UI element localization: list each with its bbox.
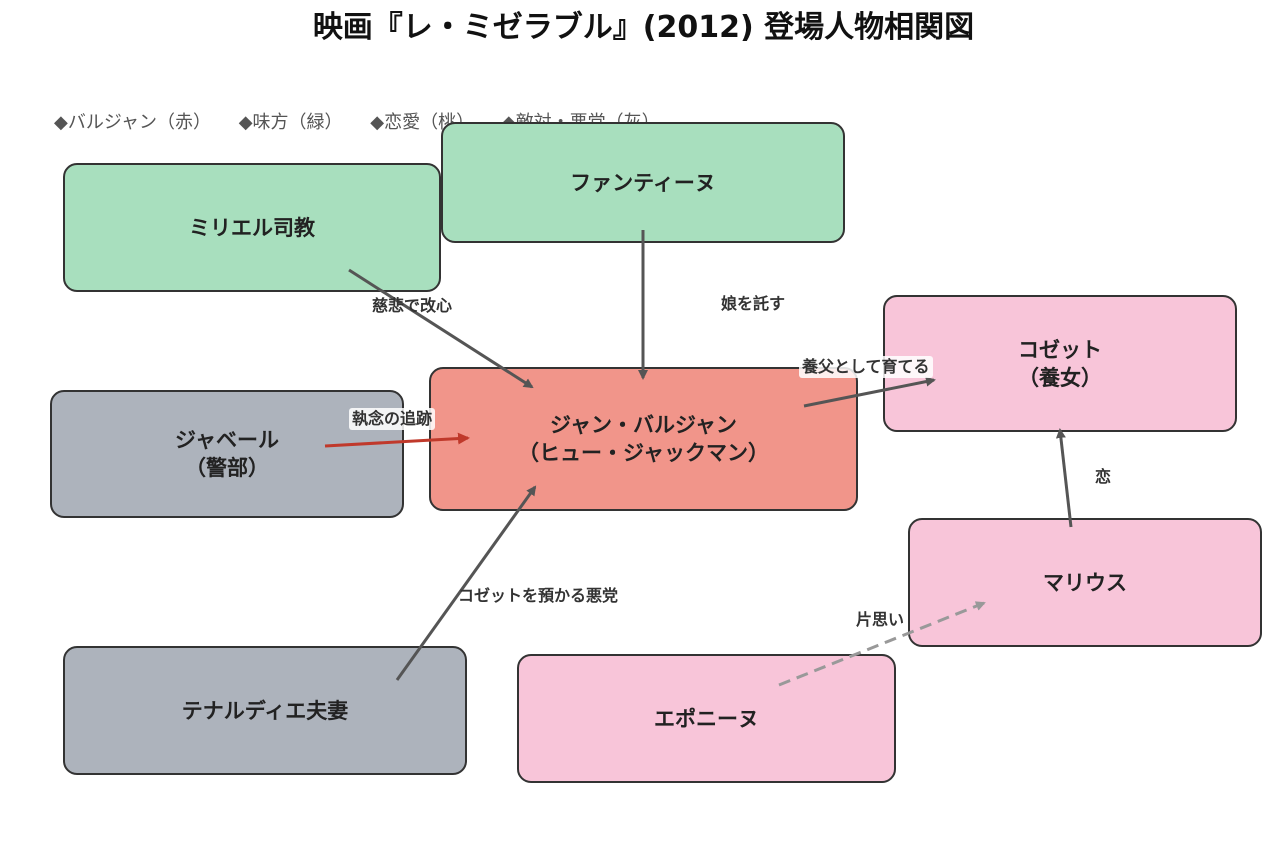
node-fantine-name: ファンティーヌ [570,170,716,195]
edge-label-thenardier-valjean: コゼットを預かる悪党 [458,586,619,605]
edge-myriel-valjean [348,268,534,389]
node-valjean-name: ジャン・バルジャン [550,413,737,437]
node-thenardier-name: テナルディエ夫妻 [181,698,349,723]
diagram-title: 映画『レ・ミゼラブル』(2012) 登場人物相関図 [312,10,975,45]
node-marius: マリウス [908,518,1262,647]
node-cosette-subtitle: （養女） [1018,365,1102,390]
edge-javert-valjean [324,432,470,448]
edge-label-myriel-valjean: 慈悲で改心 [372,296,453,315]
node-thenardier: テナルディエ夫妻 [63,646,467,775]
edge-marius-cosette [1055,428,1073,528]
edge-label-fantine-valjean: 娘を託す [721,294,786,313]
edge-label-eponine-marius: 片思い [853,609,908,631]
node-cosette: コゼット （養女） [883,295,1237,432]
edge-label-valjean-cosette: 養父として育てる [799,356,933,378]
node-eponine: エポニーヌ [517,654,896,783]
node-eponine-name: エポニーヌ [654,706,759,731]
node-cosette-name: コゼット [1018,337,1102,362]
node-javert-name: ジャベール [175,428,279,452]
edge-valjean-cosette [803,376,936,408]
node-fantine: ファンティーヌ [441,122,845,243]
edge-label-marius-cosette: 恋 [1095,467,1112,486]
node-myriel-name: ミリエル司教 [189,215,315,240]
edge-thenardier-valjean [395,485,537,681]
node-javert: ジャベール （警部） [50,390,404,518]
node-marius-name: マリウス [1043,570,1127,595]
legend: ◆バルジャン（赤） ◆味方（緑） ◆恋愛（桃） ◆敵対・悪党（灰） [54,108,682,134]
node-valjean-subtitle: （ヒュー・ジャックマン） [518,441,769,465]
node-myriel: ミリエル司教 [63,163,441,292]
edge-label-javert-valjean: 執念の追跡 [349,408,436,430]
node-javert-subtitle: （警部） [184,456,269,480]
legend-item-ally: ◆味方（緑） [238,112,343,133]
node-valjean: ジャン・バルジャン （ヒュー・ジャックマン） [429,367,858,511]
legend-item-protagonist: ◆バルジャン（赤） [54,112,211,133]
